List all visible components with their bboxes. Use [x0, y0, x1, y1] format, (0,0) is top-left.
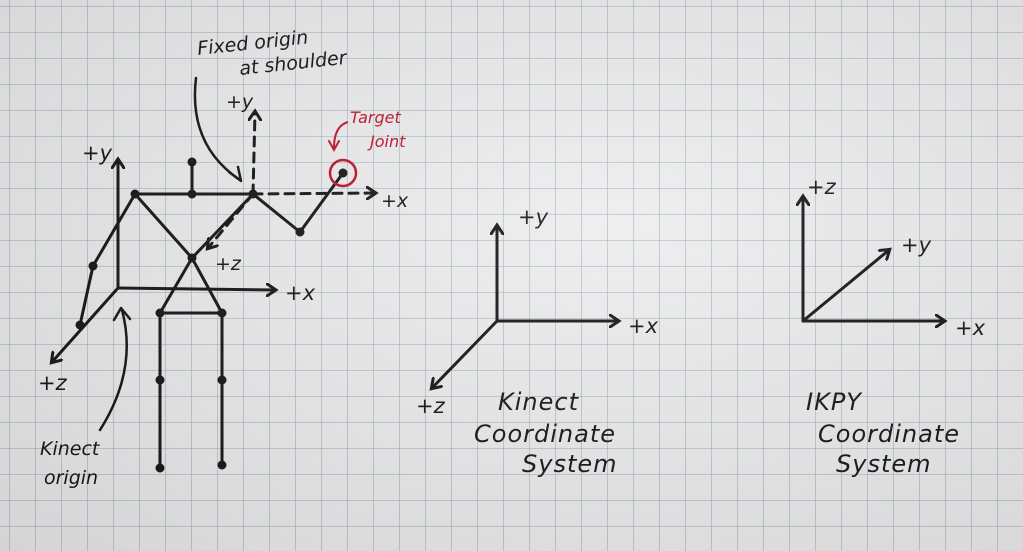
figure-y-label: +y [82, 141, 113, 165]
kinect-axes-on-figure [52, 160, 275, 362]
shoulder-z-axis [208, 192, 255, 248]
kinect-title-2: Coordinate [474, 420, 616, 448]
figure-z-axis [52, 286, 120, 362]
kinect-z-label: +z [416, 394, 446, 418]
kinect-origin-label-2: origin [44, 467, 98, 489]
shoulder-y-label: +y [226, 91, 254, 113]
kinect-title-1: Kinect [498, 388, 580, 416]
shoulder-x-axis [251, 193, 375, 194]
figure-z-label: +z [38, 371, 68, 395]
figure-x-axis [116, 288, 275, 290]
shoulder-y-axis [253, 112, 255, 196]
ikpy-y-label: +y [901, 233, 932, 257]
ikpy-x-label: +x [955, 316, 986, 340]
kinect-coordinate-system [432, 226, 618, 388]
stick-figure [75, 157, 348, 473]
ikpy-title-1: IKPY [806, 388, 863, 416]
ikpy-title-3: System [836, 450, 932, 478]
kinect-z-axis [432, 319, 499, 388]
target-arrow [333, 121, 349, 149]
kinect-origin-label-1: Kinect [40, 438, 101, 460]
shoulder-z-label: +z [215, 253, 242, 275]
kinect-x-label: +x [628, 314, 659, 338]
shoulder-axes [208, 112, 375, 248]
ikpy-title-2: Coordinate [818, 420, 960, 448]
shoulder-x-label: +x [381, 190, 409, 212]
kinect-title-3: System [522, 450, 618, 478]
ikpy-y-axis [801, 250, 889, 323]
ikpy-z-label: +z [807, 175, 837, 199]
kinect-y-label: +y [518, 205, 549, 229]
ikpy-coordinate-system [803, 197, 944, 321]
kinect-origin-arrow [98, 308, 128, 432]
target-label-1: Target [350, 108, 401, 127]
target-label-2: Joint [367, 132, 406, 151]
target-joint-ring [328, 158, 358, 188]
figure-x-label: +x [285, 281, 316, 305]
